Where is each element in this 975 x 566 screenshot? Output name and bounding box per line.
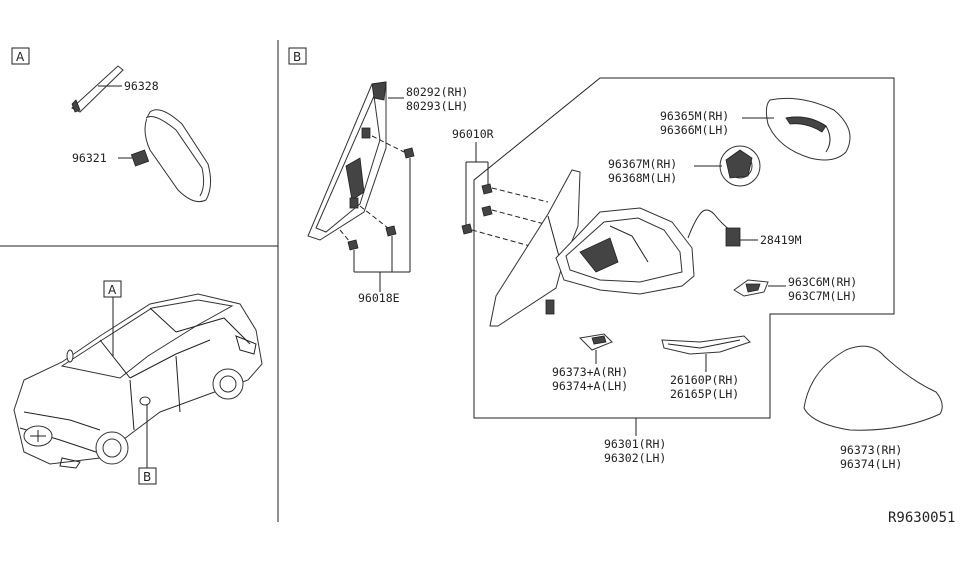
part-80292-corner-finisher — [307, 81, 387, 241]
label-963C7M: 963C7M(LH) — [788, 289, 857, 303]
part-96321-inner-mirror — [118, 109, 212, 203]
label-26160P: 26160P(RH) — [670, 373, 739, 387]
label-96365M: 96365M(RH) — [660, 109, 729, 123]
assembly-outline — [473, 77, 895, 419]
part-963C6M-lamp — [733, 279, 769, 297]
car-callout-a: A — [103, 280, 122, 356]
label-26165P: 26165P(LH) — [670, 387, 739, 401]
part-mirror-housing — [555, 207, 695, 295]
label-28419M: 28419M — [760, 233, 802, 247]
label-96301: 96301(RH) — [604, 437, 666, 451]
label-96367M: 96367M(RH) — [608, 157, 677, 171]
svg-text:B: B — [293, 50, 301, 64]
svg-text:A: A — [16, 50, 25, 64]
part-96373A-bracket — [578, 333, 613, 351]
label-80292: 80292(RH) — [406, 85, 468, 99]
label-96374A: 96374+A(LH) — [552, 379, 628, 393]
label-96373A: 96373+A(RH) — [552, 365, 628, 379]
svg-text:A: A — [108, 283, 117, 297]
bracket-96018E — [353, 158, 411, 292]
part-mirror-base — [489, 169, 581, 327]
screws-96018E — [339, 135, 415, 251]
part-96328-strip — [71, 65, 124, 113]
label-96373: 96373(RH) — [840, 443, 902, 457]
label-96321: 96321 — [72, 151, 107, 165]
label-96366M: 96366M(LH) — [660, 123, 729, 137]
label-96374: 96374(LH) — [840, 457, 902, 471]
label-96010R: 96010R — [452, 127, 494, 141]
label-963C6M: 963C6M(RH) — [788, 275, 857, 289]
label-96368M: 96368M(LH) — [608, 171, 677, 185]
label-96018E: 96018E — [358, 291, 400, 305]
part-96367M-actuator — [719, 145, 761, 187]
car-callout-b: B — [138, 404, 157, 485]
svg-text:B: B — [143, 470, 151, 484]
label-96302: 96302(LH) — [604, 451, 666, 465]
part-26160P-turn-lamp — [661, 335, 751, 355]
part-96373-mirror-cover — [803, 345, 943, 431]
section-a-label: A — [11, 47, 30, 65]
part-96365M-mirror-glass — [765, 97, 851, 161]
reference-code: R9630051 — [888, 510, 955, 526]
car-illustration — [13, 293, 263, 469]
section-b-label: B — [288, 47, 307, 65]
part-28419M-harness — [687, 209, 741, 247]
label-96328: 96328 — [124, 79, 159, 93]
label-80293: 80293(LH) — [406, 99, 468, 113]
